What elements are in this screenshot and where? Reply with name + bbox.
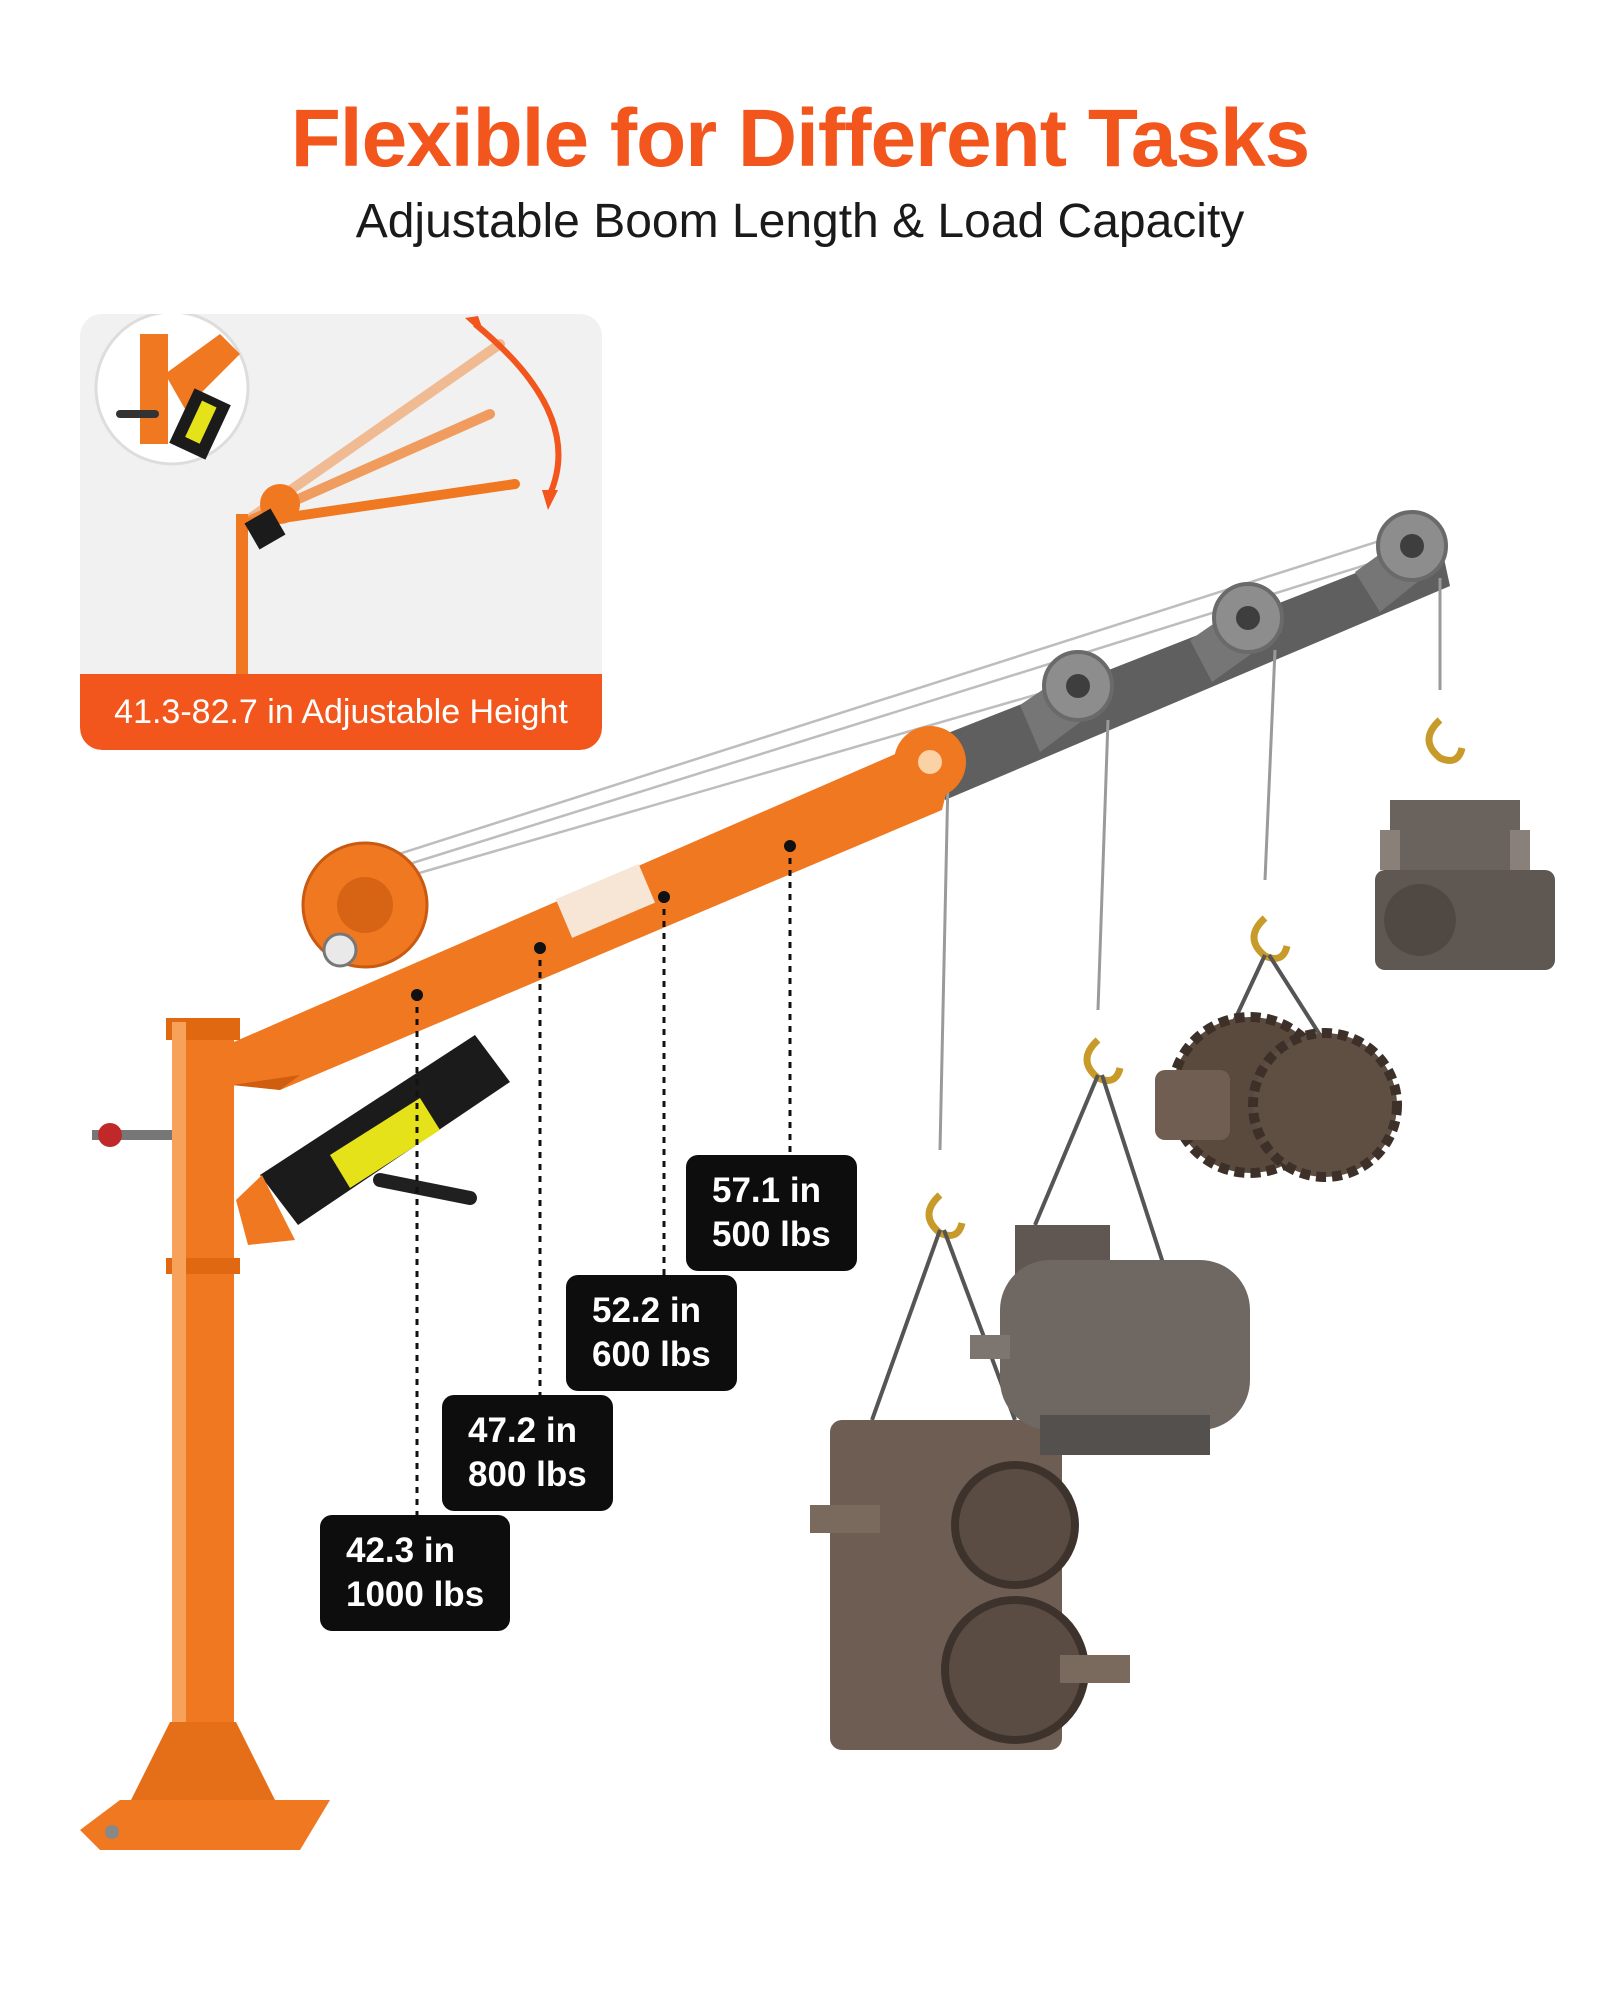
- boom-capacity: 800 lbs: [468, 1455, 587, 1494]
- page-subtitle: Adjustable Boom Length & Load Capacity: [355, 195, 1245, 248]
- main-boom: [220, 726, 966, 1090]
- boom-length: 57.1 in: [712, 1171, 821, 1210]
- page-title: Flexible for Different Tasks: [290, 93, 1311, 184]
- load-pump: [1375, 800, 1555, 970]
- hook-icon: [925, 717, 1466, 1239]
- inset-crane-illustration: [94, 314, 562, 679]
- boom-capacity: 1000 lbs: [346, 1575, 485, 1614]
- boom-spec-label-2: 47.2 in 800 lbs: [442, 1395, 613, 1511]
- inset-mast: [236, 514, 248, 679]
- position-pins: [411, 840, 796, 1001]
- winch: [301, 841, 429, 969]
- boom-length: 47.2 in: [468, 1411, 577, 1450]
- boom-capacity: 600 lbs: [592, 1335, 711, 1374]
- adjustable-height-banner: 41.3-82.7 in Adjustable Height: [80, 674, 602, 750]
- boom-spec-label-3: 52.2 in 600 lbs: [566, 1275, 737, 1391]
- boom-spec-label-4: 57.1 in 500 lbs: [686, 1155, 857, 1271]
- sheave-1: [1042, 650, 1114, 722]
- extension-boom: [930, 510, 1450, 800]
- hydraulic-cylinder: [236, 1035, 510, 1245]
- height-adjust-inset: 41.3-82.7 in Adjustable Height: [80, 314, 602, 750]
- position-guides: [415, 846, 792, 1545]
- boom-length: 42.3 in: [346, 1531, 455, 1570]
- boom-spec-label-1: 42.3 in 1000 lbs: [320, 1515, 511, 1631]
- load-motor: [970, 1074, 1250, 1455]
- mast: [80, 1018, 330, 1850]
- curved-arrow-icon: [473, 321, 562, 496]
- sheave-3: [1376, 510, 1448, 582]
- boom-capacity: 500 lbs: [712, 1215, 831, 1254]
- boom-length: 52.2 in: [592, 1291, 701, 1330]
- load-gearbox: [810, 1229, 1130, 1750]
- load-sprocket: [1155, 953, 1402, 1182]
- hoist-cables: [938, 578, 1442, 1151]
- sheave-2: [1212, 582, 1284, 654]
